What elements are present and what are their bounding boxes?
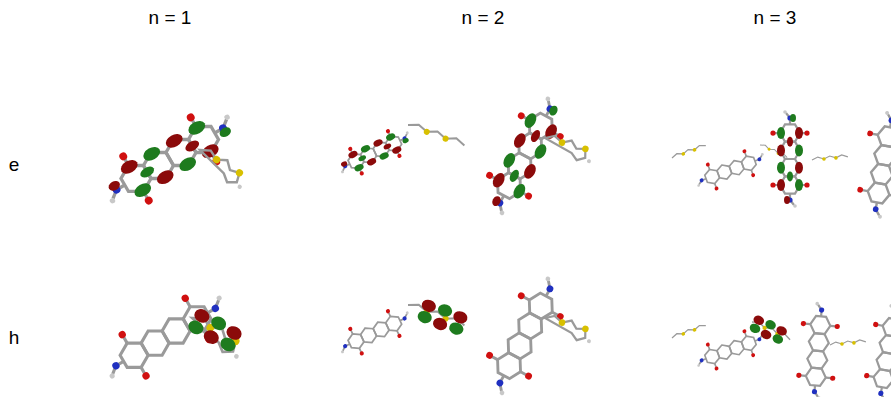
column-header: n = 3 — [754, 7, 797, 30]
column-header: n = 2 — [462, 7, 505, 30]
row-label: e — [9, 154, 20, 177]
row-label: h — [9, 327, 20, 350]
molecule-n3-e — [671, 108, 891, 221]
molecule-n2-h — [333, 268, 595, 397]
molecule-n1-e — [92, 97, 250, 221]
molecule-n3-h — [671, 301, 891, 397]
molecule-n2-e — [333, 88, 595, 224]
column-header: n = 1 — [149, 7, 192, 30]
molecule-n1-h — [93, 279, 247, 395]
